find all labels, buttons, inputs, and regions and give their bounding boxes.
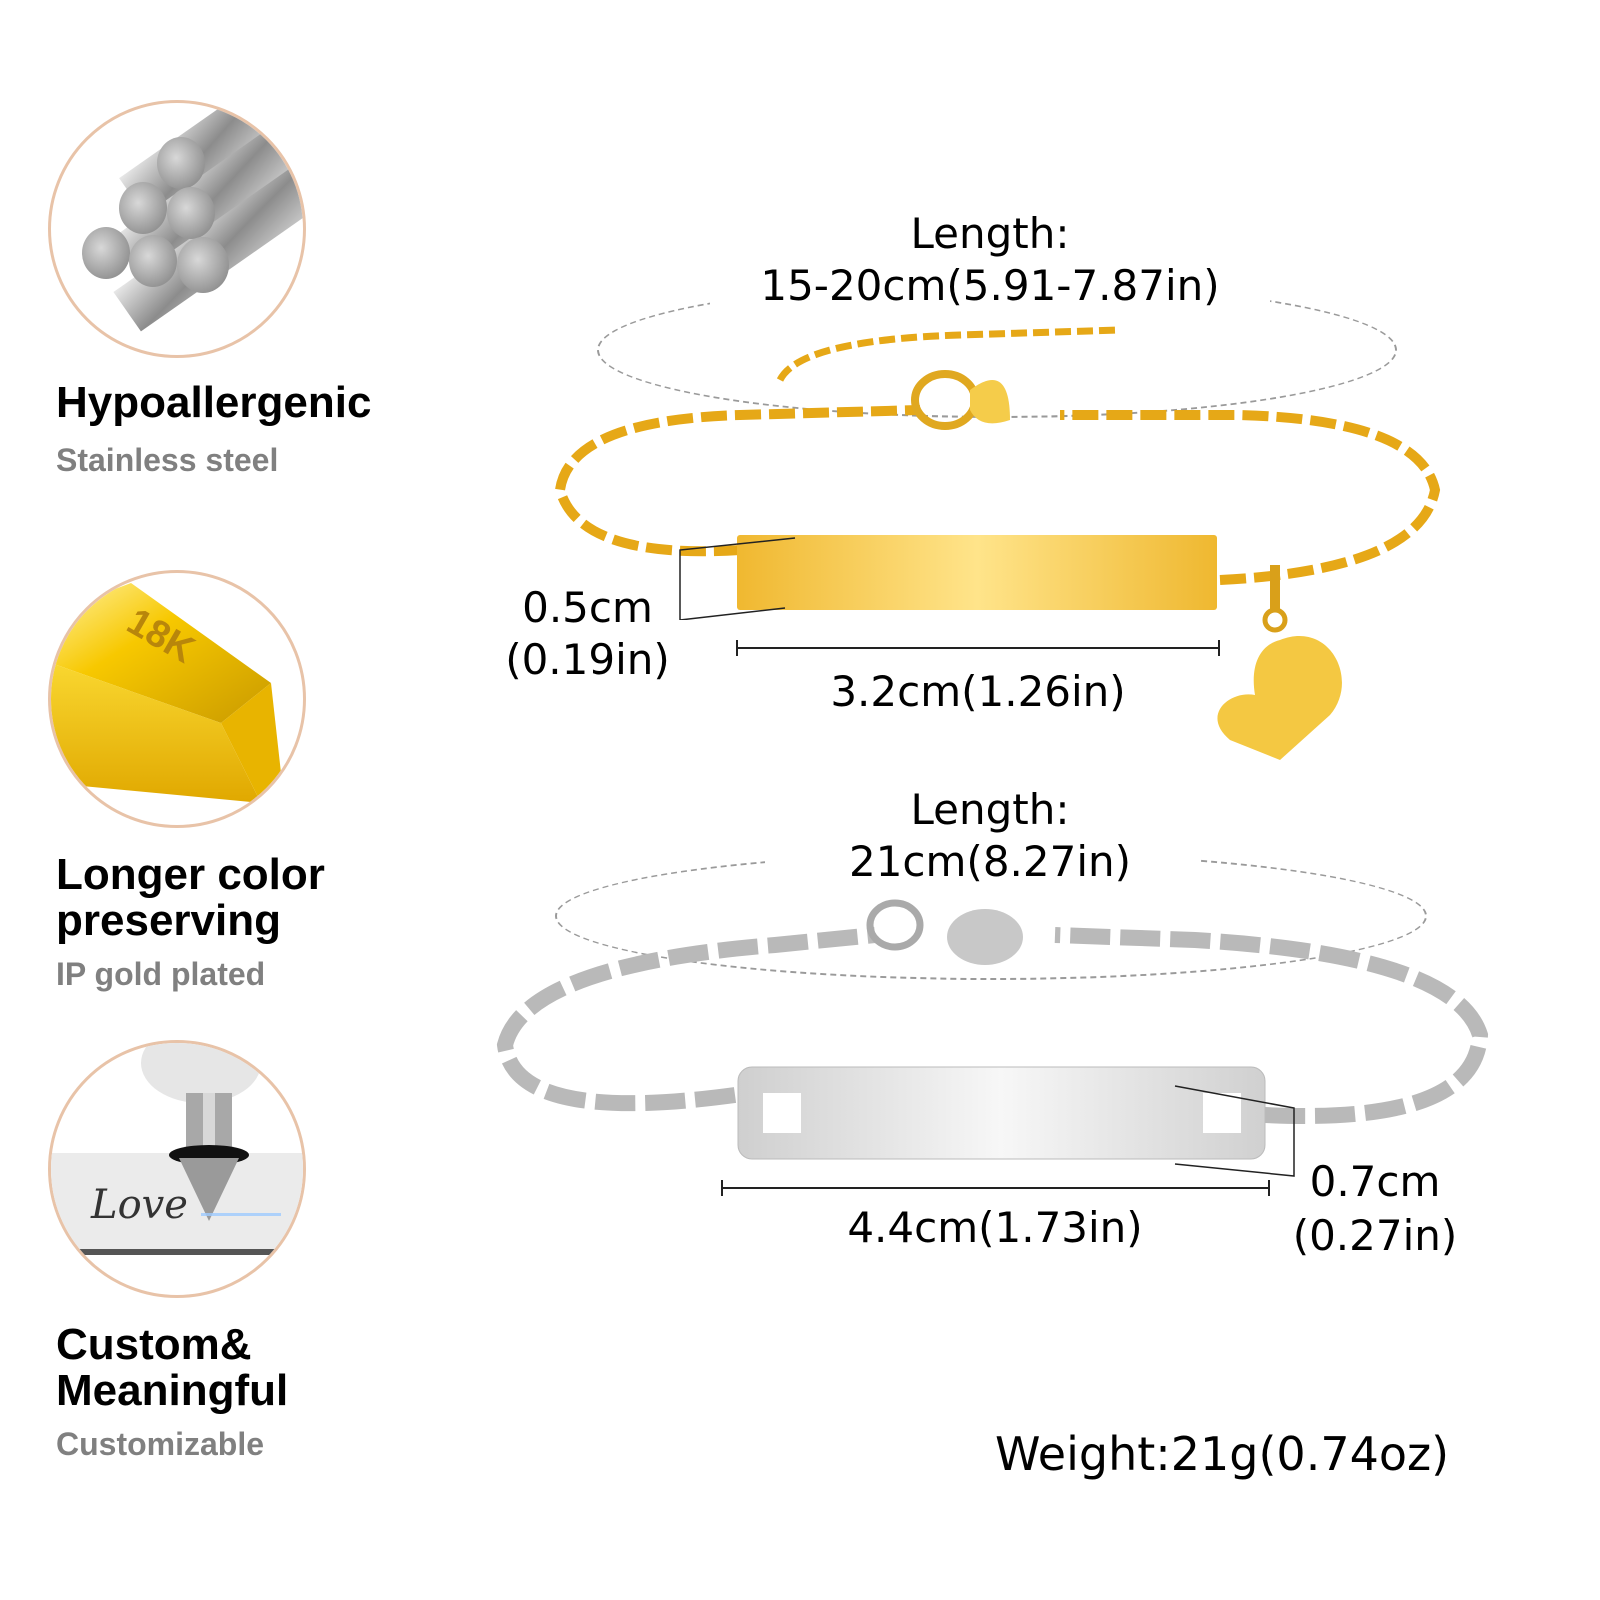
gold-length-label: Length: — [910, 209, 1070, 258]
gold-length-value: 15-20cm(5.91-7.87in) — [760, 261, 1220, 310]
weight-label: Weight:21g(0.74oz) — [995, 1427, 1450, 1481]
feature-title-color: Longer color preserving — [56, 850, 325, 945]
silver-bracelet-image — [496, 899, 1489, 1160]
silver-height-callout — [1174, 1085, 1295, 1177]
silver-width-line — [722, 1187, 1270, 1189]
silver-length-label: Length: — [910, 785, 1070, 834]
feature-title-hypoallergenic: Hypoallergenic — [56, 378, 372, 427]
feature-subtitle-steel: Stainless steel — [56, 442, 279, 478]
gold-bar-height-cm: 0.5cm — [522, 583, 653, 632]
feature-title-custom: Custom& Meaningful — [56, 1320, 289, 1415]
gold-bar-icon: 18K — [51, 583, 281, 803]
gold-height-callout — [679, 537, 796, 620]
steel-rods-icon — [82, 103, 303, 332]
feature-subtitle-custom: Customizable — [56, 1426, 265, 1462]
silver-length-value: 21cm(8.27in) — [848, 837, 1132, 886]
silver-bar-width: 4.4cm(1.73in) — [847, 1203, 1143, 1252]
silver-bar-height-cm: 0.7cm — [1309, 1157, 1441, 1206]
feature-image-engrave: Love — [48, 1040, 306, 1298]
gold-bar-width: 3.2cm(1.26in) — [830, 667, 1126, 716]
feature-subtitle-gold: IP gold plated — [56, 956, 266, 992]
gold-bracelet-image — [554, 326, 1441, 760]
gold-width-line — [737, 647, 1219, 649]
gold-bar-height-in: (0.19in) — [505, 635, 670, 684]
silver-bar-height-in: (0.27in) — [1292, 1211, 1458, 1260]
feature-image-gold: 18K — [48, 570, 306, 828]
feature-image-steel — [48, 100, 306, 358]
svg-text:Love: Love — [90, 1182, 188, 1228]
engraving-icon: Love — [51, 1043, 303, 1255]
